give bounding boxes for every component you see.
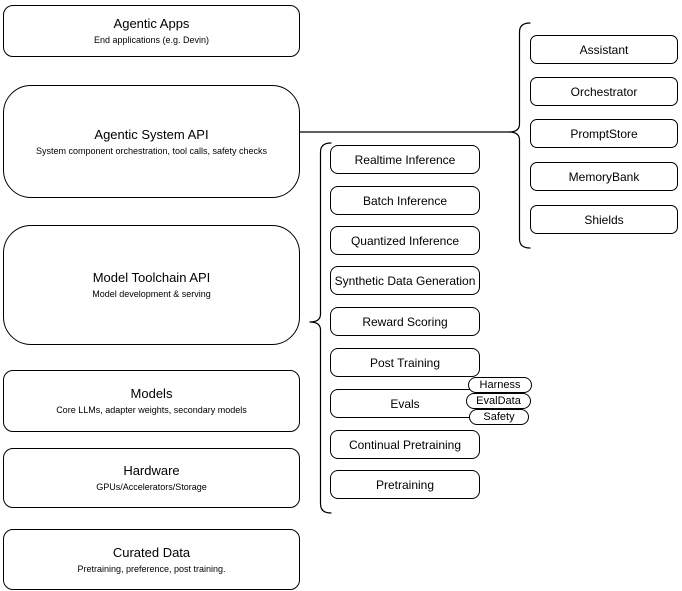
node-label: Post Training [369, 355, 441, 370]
node-shields: Shields [530, 205, 678, 234]
node-subtitle: System component orchestration, tool cal… [35, 145, 268, 156]
node-label: Shields [584, 212, 624, 227]
node-pretraining: Pretraining [330, 470, 480, 499]
node-realtime-inference: Realtime Inference [330, 145, 480, 174]
node-label: MemoryBank [568, 169, 640, 184]
node-label: Pretraining [375, 477, 435, 492]
node-title: Models [130, 386, 173, 401]
node-continual-pretraining: Continual Pretraining [330, 430, 480, 459]
node-hardware: Hardware GPUs/Accelerators/Storage [3, 448, 300, 508]
node-label: Synthetic Data Generation [334, 273, 476, 288]
node-label: Orchestrator [570, 84, 638, 99]
node-curated-data: Curated Data Pretraining, preference, po… [3, 529, 300, 590]
tag-label: Safety [483, 411, 515, 423]
node-subtitle: Pretraining, preference, post training. [77, 563, 226, 574]
node-promptstore: PromptStore [530, 119, 678, 148]
node-title: Agentic System API [94, 126, 209, 142]
node-title: Model Toolchain API [92, 270, 211, 285]
node-orchestrator: Orchestrator [530, 77, 678, 106]
node-label: Reward Scoring [362, 314, 448, 329]
node-label: Realtime Inference [354, 152, 456, 167]
node-subtitle: Model development & serving [92, 289, 211, 299]
tag-harness: Harness [468, 377, 532, 393]
node-model-toolchain-api: Model Toolchain API Model development & … [3, 225, 300, 345]
system-brace [508, 22, 531, 249]
node-batch-inference: Batch Inference [330, 186, 480, 215]
node-agentic-apps: Agentic Apps End applications (e.g. Devi… [3, 5, 300, 57]
node-models: Models Core LLMs, adapter weights, secon… [3, 370, 300, 432]
node-post-training: Post Training [330, 348, 480, 377]
node-label: Evals [390, 396, 420, 411]
tag-evaldata: EvalData [466, 393, 531, 409]
node-label: PromptStore [570, 126, 638, 141]
tag-safety: Safety [469, 409, 529, 425]
node-memorybank: MemoryBank [530, 162, 678, 191]
node-title: Curated Data [112, 544, 191, 560]
node-evals: Evals [330, 389, 480, 418]
node-subtitle: Core LLMs, adapter weights, secondary mo… [56, 405, 247, 415]
node-assistant: Assistant [530, 35, 678, 64]
node-reward-scoring: Reward Scoring [330, 307, 480, 336]
node-label: Batch Inference [362, 193, 448, 208]
node-label: Quantized Inference [350, 233, 460, 248]
node-agentic-system-api: Agentic System API System component orch… [3, 85, 300, 198]
node-quantized-inference: Quantized Inference [330, 226, 480, 255]
node-subtitle: End applications (e.g. Devin) [93, 35, 210, 45]
tag-label: EvalData [476, 395, 521, 407]
node-synthetic-data-generation: Synthetic Data Generation [330, 266, 480, 295]
node-label: Continual Pretraining [348, 437, 462, 452]
toolchain-brace [309, 142, 332, 514]
node-subtitle: GPUs/Accelerators/Storage [96, 482, 207, 492]
tag-label: Harness [479, 379, 521, 391]
node-title: Agentic Apps [113, 16, 190, 31]
node-label: Assistant [579, 42, 629, 57]
node-title: Hardware [123, 463, 180, 478]
